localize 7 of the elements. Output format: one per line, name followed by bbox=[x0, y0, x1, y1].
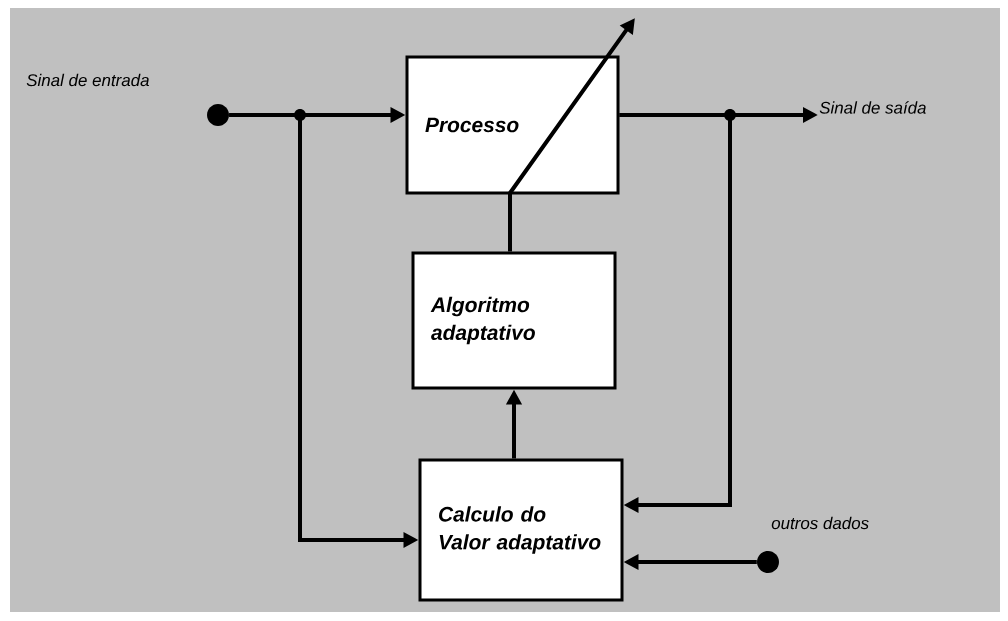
process-box: Calculo do Valor adaptativo bbox=[418, 458, 624, 602]
signal-label: Sinal de entrada bbox=[26, 73, 149, 87]
signal-label: Sinal de saída bbox=[819, 101, 926, 114]
process-box: Algoritmo adaptativo bbox=[411, 251, 617, 390]
signal-label: outros dados bbox=[771, 516, 869, 530]
process-box: Processo bbox=[405, 55, 620, 195]
arrow bbox=[619, 113, 732, 514]
